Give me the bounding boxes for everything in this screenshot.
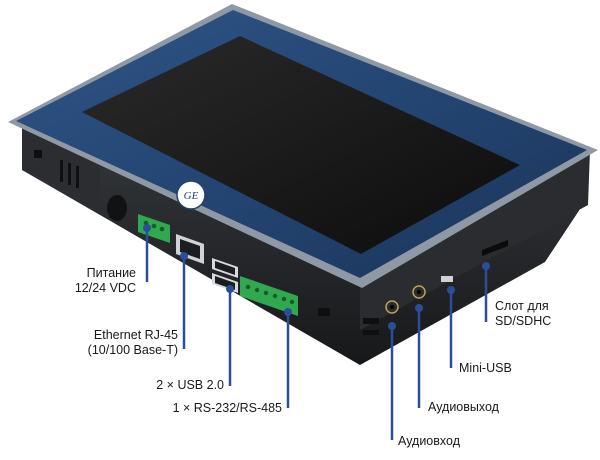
label-sd-slot: Слот для SD/SDHC <box>495 299 552 328</box>
label-serial: 1 × RS-232/RS-485 <box>172 401 282 415</box>
label-mini-usb: Mini-USB <box>459 361 512 375</box>
label-usb: 2 × USB 2.0 <box>156 378 224 392</box>
sd-card-slot <box>482 240 508 256</box>
label-power: Питание 12/24 VDC <box>74 266 136 295</box>
power-jack <box>107 195 127 221</box>
side-slots <box>318 308 379 335</box>
label-audio-in: Аудиовход <box>398 434 460 448</box>
mini-usb-port <box>441 276 453 282</box>
display-screen <box>82 36 520 254</box>
label-ethernet: Ethernet RJ-45 (10/100 Base-T) <box>87 328 178 357</box>
svg-text:GE: GE <box>184 190 199 202</box>
audio-jacks <box>385 285 426 314</box>
callout-lines <box>143 224 490 440</box>
ge-logo-icon: GE <box>176 180 206 210</box>
label-audio-out: Аудиовыход <box>428 400 499 414</box>
serial-terminal-block <box>240 276 298 316</box>
vent-grille <box>34 150 79 188</box>
